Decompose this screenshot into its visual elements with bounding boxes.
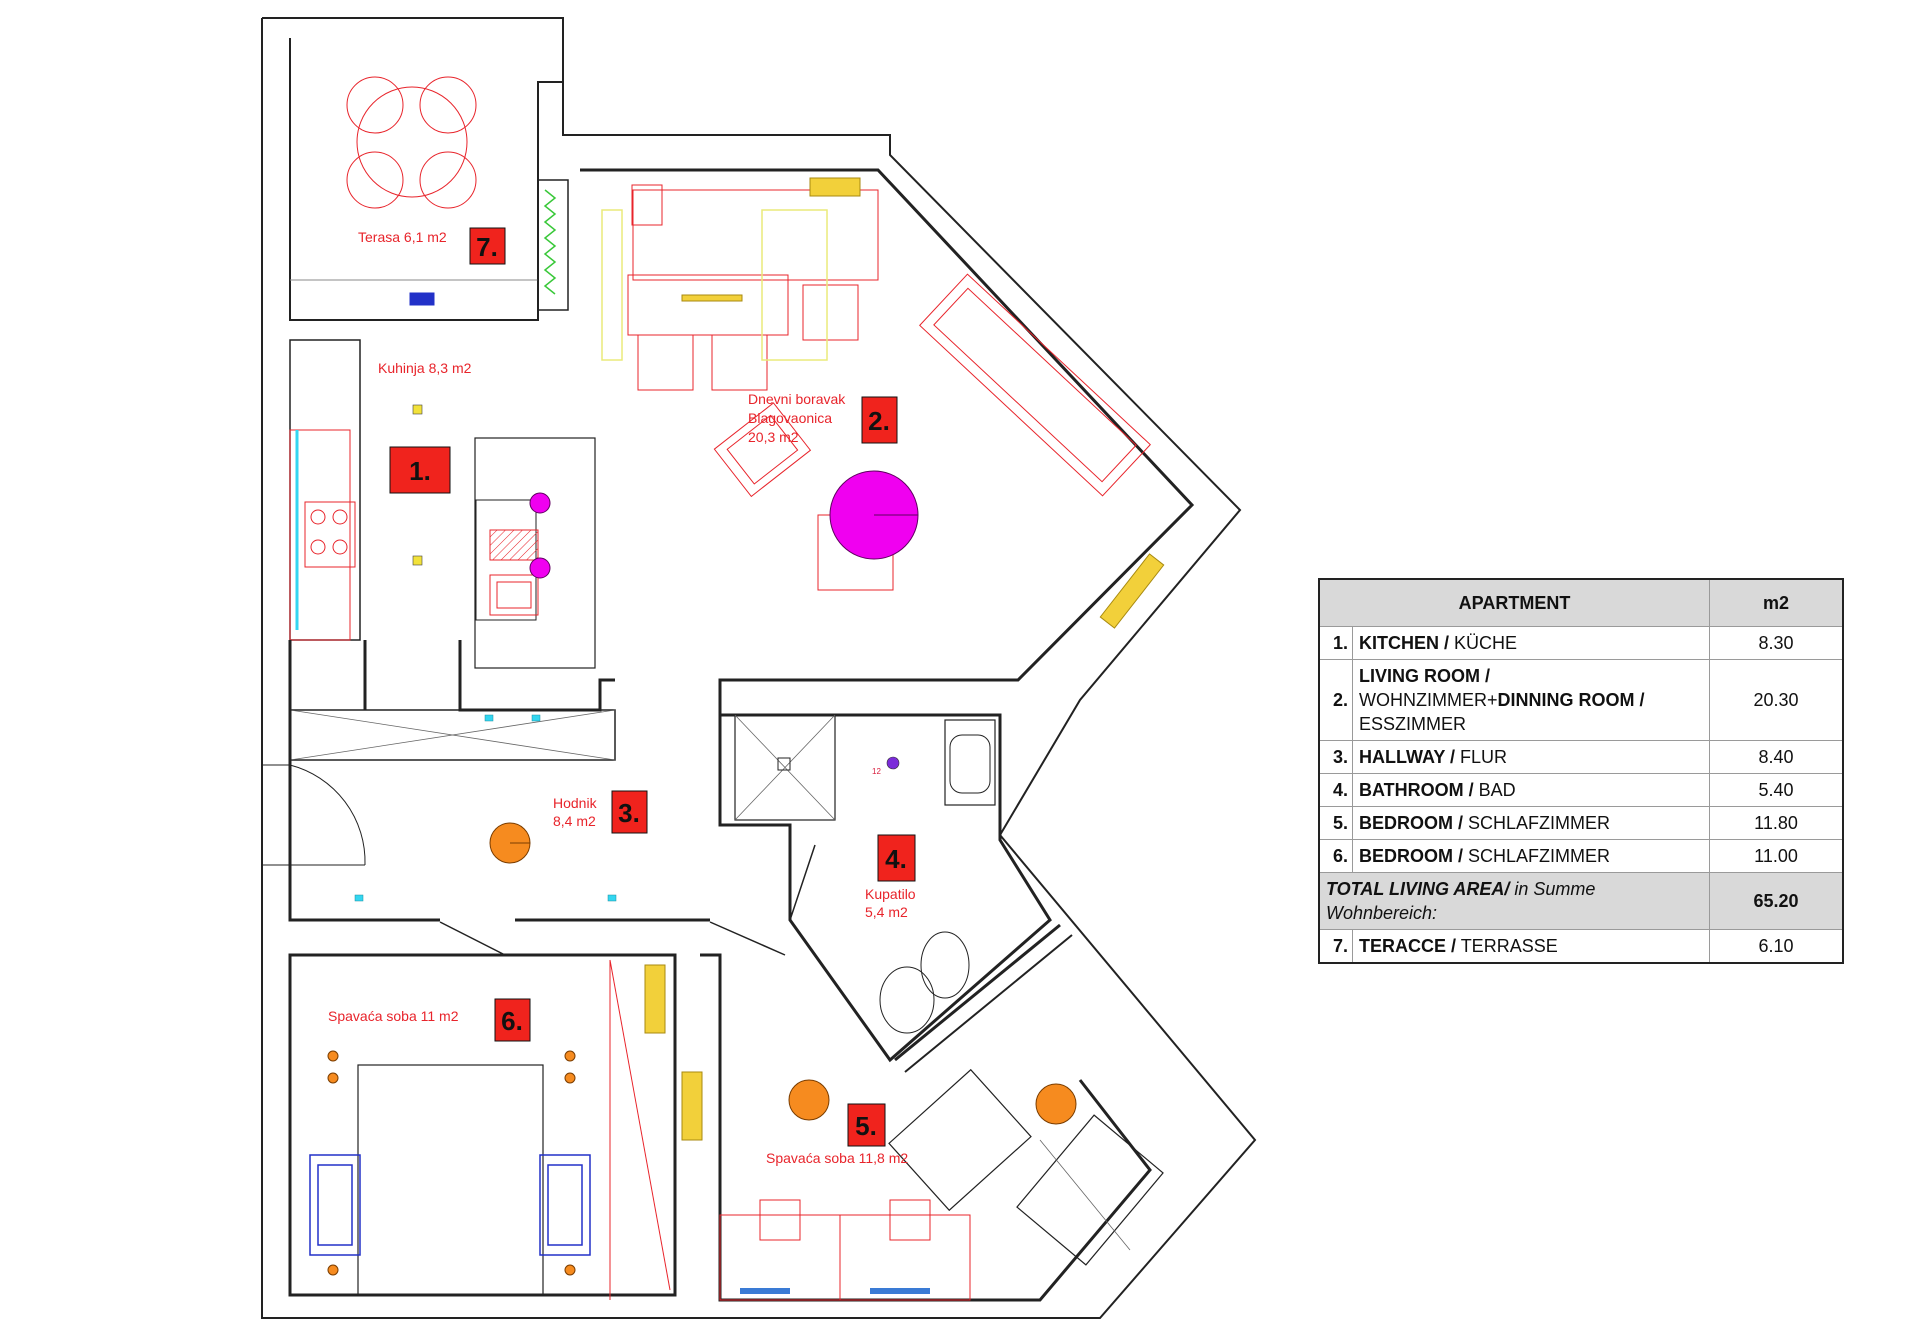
fixture-label: 12	[872, 767, 881, 776]
row-label: BEDROOM / SCHLAFZIMMER	[1352, 806, 1710, 840]
bed-6	[357, 1064, 544, 1296]
badge-5	[847, 1103, 886, 1147]
badge-1	[389, 446, 451, 494]
walls	[261, 17, 1257, 1319]
terrace-wall	[289, 38, 563, 321]
table-row: 4. BATHROOM / BAD 5.40	[1318, 773, 1844, 807]
bedroom5-wall	[700, 953, 1152, 1302]
terrace-lamp	[409, 292, 435, 306]
label-kupatilo-2: 5,4 m2	[865, 904, 908, 920]
row-label: BEDROOM / SCHLAFZIMMER	[1352, 839, 1710, 873]
svg-text:3.: 3.	[618, 798, 640, 828]
bedroom6-wall	[288, 953, 677, 1297]
label-hodnik-1: Hodnik	[553, 795, 598, 811]
svg-text:2.: 2.	[868, 406, 890, 436]
badge-7	[469, 227, 506, 265]
ceiling-light	[1035, 1083, 1077, 1125]
table-row: 1. KITCHEN / KÜCHE 8.30	[1318, 626, 1844, 660]
dining-table	[627, 274, 789, 336]
ceiling-light	[529, 492, 551, 514]
total-value: 65.20	[1709, 872, 1844, 930]
label-terasa: Terasa 6,1 m2	[358, 229, 447, 245]
table-header: APARTMENT m2	[1318, 578, 1844, 627]
row-label: TERACCE / TERRASSE	[1352, 929, 1710, 964]
label-kuhinja: Kuhinja 8,3 m2	[378, 360, 472, 376]
area-table: APARTMENT m2 1. KITCHEN / KÜCHE 8.30 2. …	[1318, 578, 1844, 964]
svg-text:5.: 5.	[855, 1111, 877, 1141]
radiator	[809, 177, 861, 197]
label-hodnik-2: 8,4 m2	[553, 813, 596, 829]
label-spavaca5: Spavaća soba 11,8 m2	[766, 1150, 908, 1166]
svg-text:1.: 1.	[409, 456, 431, 486]
terrace-chair	[419, 76, 477, 134]
row-label: KITCHEN / KÜCHE	[1352, 626, 1710, 660]
ceiling-light	[788, 1079, 830, 1121]
label-dnevni-3: 20,3 m2	[748, 429, 799, 445]
badge-6	[494, 998, 531, 1042]
planter	[537, 179, 569, 311]
svg-text:6.: 6.	[501, 1006, 523, 1036]
radiator	[1099, 553, 1165, 629]
furniture	[304, 76, 1151, 1301]
table-row: 7. TERACCE / TERRASSE 6.10	[1318, 929, 1844, 964]
bathroom-wall	[718, 680, 1052, 1063]
entry-door	[261, 764, 291, 866]
header-unit: m2	[1709, 578, 1844, 627]
desk	[719, 1214, 841, 1301]
table-row: 5. BEDROOM / SCHLAFZIMMER 11.80	[1318, 806, 1844, 840]
terrace-chair	[346, 151, 404, 209]
badge-3	[611, 790, 648, 834]
svg-text:4.: 4.	[885, 844, 907, 874]
wardrobe-5	[888, 1068, 1032, 1212]
label-spavaca6: Spavaća soba 11 m2	[328, 1008, 459, 1024]
nightstand	[309, 1154, 361, 1256]
badge-2	[861, 396, 898, 444]
total-label: TOTAL LIVING AREA/ in Summe Wohnbereich:	[1318, 872, 1710, 930]
desk	[839, 1214, 971, 1301]
table-row: 2. LIVING ROOM /WOHNZIMMER+DINNING ROOM …	[1318, 659, 1844, 741]
label-kupatilo-1: Kupatilo	[865, 886, 916, 902]
row-label: BATHROOM / BAD	[1352, 773, 1710, 807]
sofa	[919, 273, 1151, 497]
terrace-chair	[419, 151, 477, 209]
radiator	[644, 964, 666, 1034]
armchair	[713, 402, 812, 498]
outer-wall	[261, 17, 1257, 1319]
label-dnevni-1: Dnevni boravak	[748, 391, 846, 407]
total-row: TOTAL LIVING AREA/ in Summe Wohnbereich:…	[1318, 872, 1844, 930]
row-label: HALLWAY / FLUR	[1352, 740, 1710, 774]
terrace-chair	[346, 76, 404, 134]
table-row: 6. BEDROOM / SCHLAFZIMMER 11.00	[1318, 839, 1844, 873]
table-row: 3. HALLWAY / FLUR 8.40	[1318, 740, 1844, 774]
svg-text:7.: 7.	[476, 232, 498, 262]
kitchen-island	[474, 437, 596, 669]
ceiling-light	[529, 557, 551, 579]
label-dnevni-2: Blagovaonica	[748, 410, 832, 426]
row-label: LIVING ROOM /WOHNZIMMER+DINNING ROOM /ES…	[1352, 659, 1710, 741]
radiator	[681, 294, 743, 302]
header-apartment: APARTMENT	[1318, 578, 1710, 627]
terrace-table	[356, 86, 468, 198]
room-badges: 7. 1. 2. 3. 4. 5. 6.	[389, 227, 916, 1147]
bathroom-light	[886, 756, 900, 770]
radiator	[681, 1071, 703, 1141]
badge-4	[877, 834, 916, 882]
nightstand	[539, 1154, 591, 1256]
hob	[304, 501, 356, 568]
